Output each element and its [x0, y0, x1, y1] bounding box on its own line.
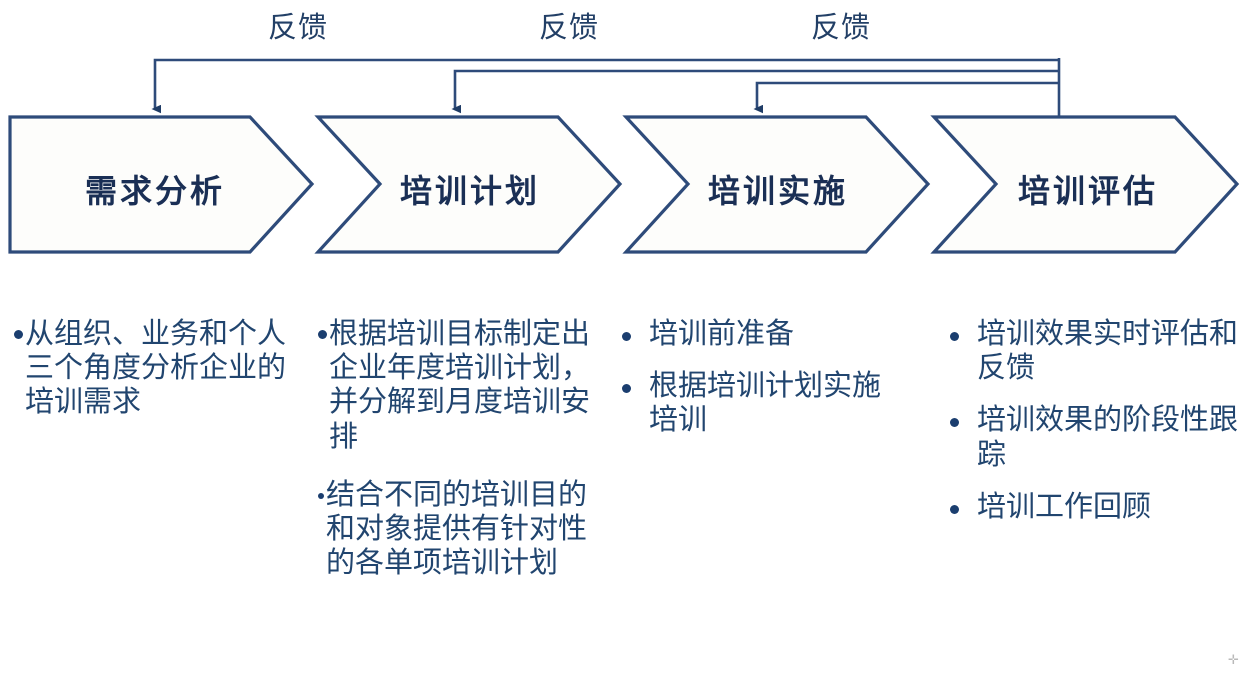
bullet-text: 从组织、业务和个人三个角度分析企业的培训需求: [25, 316, 287, 419]
bullet-column-stage-4: 培训效果实时评估和反馈 培训效果的阶段性跟踪 培训工作回顾: [950, 316, 1238, 541]
bullet-text: 培训工作回顾: [977, 488, 1152, 523]
bullet-dot-icon: [318, 492, 324, 499]
list-item[interactable]: 根据培训目标制定出企业年度培训计划，并分解到月度培训安排: [318, 316, 590, 453]
bullet-text: 培训前准备: [649, 316, 795, 350]
feedback-arrows: [151, 58, 1061, 117]
bullet-text: 培训效果实时评估和反馈: [977, 316, 1239, 385]
feedback-label-1: 反馈: [268, 10, 329, 44]
bullet-column-stage-3: 培训前准备 根据培训计划实施培训: [622, 316, 902, 455]
bullet-dot-icon: [318, 330, 327, 339]
list-item[interactable]: 从组织、业务和个人三个角度分析企业的培训需求: [14, 316, 292, 419]
feedback-arrow-to-stage-2[interactable]: [451, 69, 1059, 114]
list-item[interactable]: 结合不同的培训目的和对象提供有针对性的各单项培训计划: [318, 477, 590, 580]
stage-title-2: 培训计划: [399, 172, 540, 210]
chevron-stage-3[interactable]: [622, 115, 931, 254]
bullet-dot-icon: [950, 504, 959, 514]
bullet-column-stage-2: 根据培训目标制定出企业年度培训计划，并分解到月度培训安排 结合不同的培训目的和对…: [318, 316, 590, 598]
stage-title-4: 培训评估: [1017, 172, 1158, 210]
list-item[interactable]: 培训效果实时评估和反馈: [950, 316, 1238, 384]
list-item[interactable]: 根据培训计划实施培训: [622, 368, 902, 436]
bullet-dot-icon: [622, 332, 631, 341]
artifact-mark: ✛: [1228, 653, 1239, 668]
feedback-label-2: 反馈: [539, 10, 600, 44]
bullet-text: 结合不同的培训目的和对象提供有针对性的各单项培训计划: [326, 476, 588, 580]
chevron-stage-1[interactable]: [8, 115, 315, 254]
bullet-text: 培训效果的阶段性跟踪: [977, 402, 1239, 471]
feedback-arrow-to-stage-3[interactable]: [753, 81, 1059, 114]
bullet-dot-icon: [14, 330, 23, 339]
list-item[interactable]: 培训前准备: [622, 316, 902, 350]
bullet-dot-icon: [950, 418, 959, 428]
bullet-dot-icon: [950, 332, 959, 341]
bullet-dot-icon: [622, 384, 631, 394]
feedback-label-3: 反馈: [811, 10, 872, 44]
bullet-column-stage-1: 从组织、业务和个人三个角度分析企业的培训需求: [14, 316, 292, 437]
list-item[interactable]: 培训效果的阶段性跟踪: [950, 402, 1239, 471]
feedback-arrow-to-stage-1[interactable]: [151, 58, 1059, 114]
stage-title-1: 需求分析: [84, 172, 225, 210]
chevron-stage-2[interactable]: [314, 115, 623, 254]
bullet-text: 根据培训计划实施培训: [649, 368, 882, 437]
chevron-shapes: [8, 115, 1240, 254]
list-item[interactable]: 培训工作回顾: [950, 489, 1238, 523]
chevron-stage-4[interactable]: [930, 115, 1240, 254]
stage-title-3: 培训实施: [707, 172, 848, 210]
bullet-text: 根据培训目标制定出企业年度培训计划，并分解到月度培训安排: [329, 316, 591, 453]
